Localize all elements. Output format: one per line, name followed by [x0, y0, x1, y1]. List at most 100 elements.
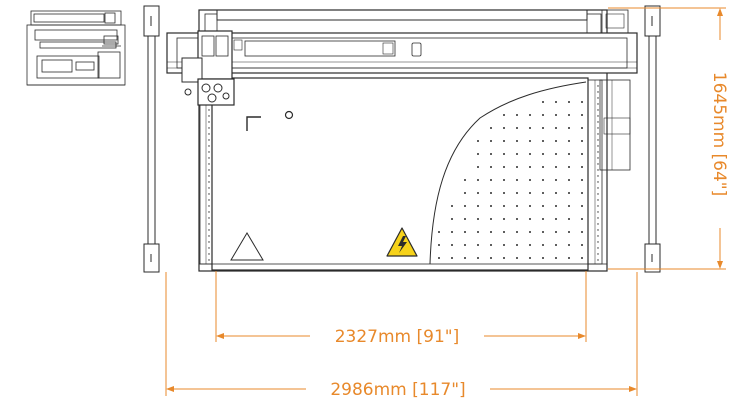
- perforation-dot: [597, 211, 599, 213]
- perforation-dot: [597, 115, 599, 117]
- perforation-dot: [555, 127, 557, 129]
- perforation-dot: [503, 114, 505, 116]
- perforation-dot: [464, 257, 466, 259]
- perforation-dot: [490, 166, 492, 168]
- perforation-dot: [451, 231, 453, 233]
- perforation-dot: [555, 231, 557, 233]
- perforation-dot: [503, 231, 505, 233]
- perforation-dot: [477, 179, 479, 181]
- perforation-dot: [529, 231, 531, 233]
- perforation-dot: [464, 218, 466, 220]
- perforation-dot: [208, 163, 210, 165]
- perforation-dot: [208, 217, 210, 219]
- perforation-dot: [208, 187, 210, 189]
- perforation-dot: [581, 179, 583, 181]
- perforation-dot: [529, 179, 531, 181]
- perforation-dot: [477, 218, 479, 220]
- perforation-dot: [516, 244, 518, 246]
- perforation-dot: [568, 244, 570, 246]
- perforation-dot: [516, 114, 518, 116]
- vacuum-zone: [429, 81, 587, 265]
- perforation-dot: [503, 179, 505, 181]
- perforation-dot: [477, 257, 479, 259]
- perforation-dot: [516, 127, 518, 129]
- perforation-dot: [208, 109, 210, 111]
- side-view-thumbnail: [26, 10, 126, 86]
- perforation-dot: [597, 157, 599, 159]
- perforation-dot: [451, 205, 453, 207]
- perforation-dot: [581, 192, 583, 194]
- perforation-dot: [503, 257, 505, 259]
- perforation-dot: [597, 91, 599, 93]
- perforation-dot: [597, 187, 599, 189]
- perforation-dot: [568, 218, 570, 220]
- perforation-dot: [597, 247, 599, 249]
- perforation-dot: [597, 103, 599, 105]
- perforation-dot: [597, 169, 599, 171]
- perforation-dot: [516, 179, 518, 181]
- perforation-dot: [208, 229, 210, 231]
- perforation-dot: [597, 85, 599, 87]
- perforation-dot: [555, 166, 557, 168]
- perforation-dot: [597, 151, 599, 153]
- perforation-dot: [208, 205, 210, 207]
- perforation-dot: [464, 231, 466, 233]
- rail-holes: [208, 85, 599, 261]
- perforation-dot: [597, 163, 599, 165]
- perforation-dot: [581, 140, 583, 142]
- perforation-dot: [208, 241, 210, 243]
- perforation-dot: [490, 218, 492, 220]
- caution-triangle-icon: [230, 232, 264, 261]
- perforation-dot: [568, 166, 570, 168]
- perforation-dot: [516, 231, 518, 233]
- perforation-dot: [581, 244, 583, 246]
- perforation-dot: [597, 145, 599, 147]
- perforation-dot: [477, 166, 479, 168]
- perforation-dot: [529, 244, 531, 246]
- perforation-dot: [568, 140, 570, 142]
- perforation-dot: [597, 97, 599, 99]
- perforation-dot: [597, 139, 599, 141]
- inner-width-label: 2327mm [91"]: [335, 327, 460, 347]
- perforation-dot: [503, 205, 505, 207]
- perforation-dot: [542, 257, 544, 259]
- perforation-dot: [597, 133, 599, 135]
- perforation-dot: [568, 127, 570, 129]
- perforation-dot: [208, 127, 210, 129]
- perforation-dot: [555, 257, 557, 259]
- perforation-dot: [555, 218, 557, 220]
- perforation-dot: [597, 217, 599, 219]
- perforation-dot: [208, 157, 210, 159]
- perforation-dot: [464, 192, 466, 194]
- perforation-dot: [568, 101, 570, 103]
- perforation-dot: [516, 257, 518, 259]
- perforation-dot: [581, 101, 583, 103]
- perforation-dot: [529, 114, 531, 116]
- perforation-dot: [542, 218, 544, 220]
- perforation-dot: [555, 140, 557, 142]
- perforation-dot: [597, 175, 599, 177]
- perforation-dot: [208, 121, 210, 123]
- perforation-dot: [208, 247, 210, 249]
- perforation-dot: [477, 231, 479, 233]
- perforation-dot: [490, 205, 492, 207]
- tool-head: [181, 30, 243, 106]
- perforation-dot: [451, 257, 453, 259]
- perforation-dot: [464, 179, 466, 181]
- high-voltage-warning-icon: [386, 227, 418, 257]
- perforation-dot: [581, 166, 583, 168]
- perforation-dot: [542, 153, 544, 155]
- perforation-dot: [529, 153, 531, 155]
- perforation-dot: [208, 199, 210, 201]
- perforation-dot: [208, 133, 210, 135]
- perforation-dot: [208, 253, 210, 255]
- perforation-dot: [542, 231, 544, 233]
- perforation-dot: [529, 257, 531, 259]
- perforation-dot: [490, 179, 492, 181]
- perforation-dot: [464, 244, 466, 246]
- perforation-dot: [568, 257, 570, 259]
- perforation-dot: [490, 244, 492, 246]
- perforation-dot: [503, 140, 505, 142]
- perforation-dot: [581, 218, 583, 220]
